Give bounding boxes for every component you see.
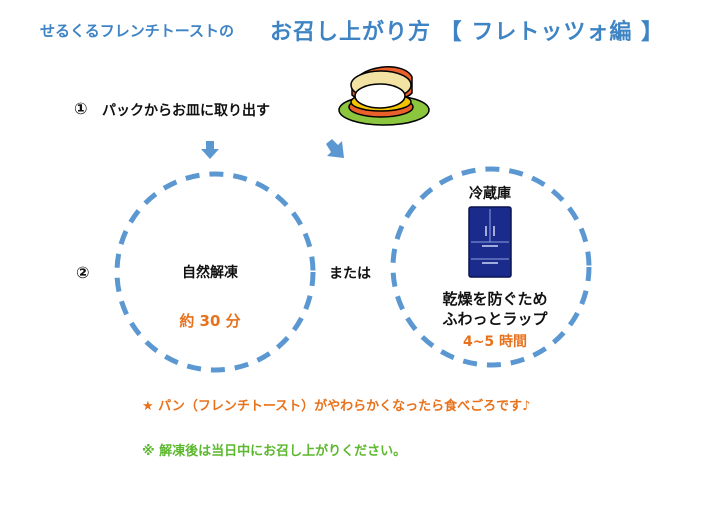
step-1-text: パックからお皿に取り出す	[102, 103, 270, 119]
french-toast-plate-icon	[338, 66, 430, 126]
step-1-number: ①	[74, 99, 88, 118]
step-2-number: ②	[76, 263, 90, 282]
thaw-natural-circle	[114, 171, 316, 373]
or-label: または	[329, 266, 371, 282]
consume-same-day-note: ※ 解凍後は当日中にお召し上がりください。	[142, 444, 407, 459]
natural-thaw-time: 約 30 分	[179, 312, 241, 330]
arrow-down-icon	[201, 141, 219, 159]
ready-note: ★ パン（フレンチトースト）がやわらかくなったら食べごろです♪	[142, 399, 531, 414]
arrow-diagonal-icon	[326, 139, 344, 158]
refrigerator-thaw-time: 4~5 時間	[462, 334, 528, 350]
page-title: お召し上がり方 【 フレトッツォ編 】	[270, 20, 664, 45]
refrigerator-label: 冷蔵庫	[469, 186, 511, 202]
wrap-instruction-line1: 乾燥を防ぐため	[442, 290, 548, 308]
wrap-instruction-line2: ふわっとラップ	[442, 310, 548, 328]
header-subtitle: せるくるフレンチトーストの	[40, 22, 234, 40]
refrigerator-icon	[468, 206, 512, 278]
refrigerator-circle	[390, 166, 592, 368]
natural-thaw-label: 自然解凍	[182, 265, 238, 281]
